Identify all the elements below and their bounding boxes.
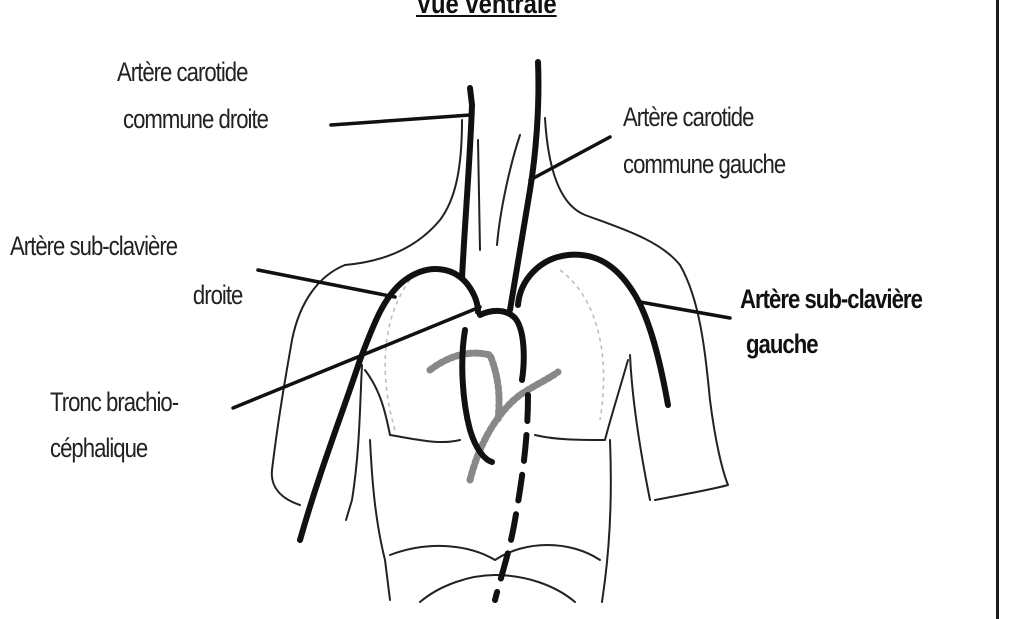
left-carotid-artery <box>507 59 542 313</box>
lung-left-outline <box>384 279 411 431</box>
label-carotid-left-line2: commune gauche <box>623 149 786 179</box>
pulmonary-right <box>466 368 562 484</box>
lung-right-outline <box>559 269 605 421</box>
left-subclavian-artery <box>515 251 671 408</box>
left-arm-inner <box>345 364 363 521</box>
label-subclavian-left-line2: gauche <box>746 329 819 359</box>
label-trunk-line1: Tronc brachio- <box>50 387 179 417</box>
label-subclavian-left-line1: Artère sub-clavière <box>740 284 923 314</box>
right-subclavian-artery <box>297 266 481 543</box>
neck-right-outline <box>544 117 681 266</box>
trachea-right <box>496 134 521 246</box>
torso-left <box>369 439 391 601</box>
label-carotid-right-line1: Artère carotide <box>117 57 248 87</box>
trachea-left <box>477 139 481 251</box>
torso-right <box>601 439 612 603</box>
label-subclavian-right-line2: droite <box>192 280 243 310</box>
diagram-title: Vue ventrale <box>416 0 557 19</box>
right-armpit <box>534 359 629 441</box>
leader-trunk <box>231 305 482 410</box>
neck-left-outline <box>344 119 463 266</box>
label-subclavian-right-line1: Artère sub-clavière <box>10 231 178 261</box>
leader-carotid-left <box>528 135 612 182</box>
frame-right-border <box>996 0 999 619</box>
brachiocephalic-trunk <box>477 307 527 383</box>
pulmonary-left <box>426 349 503 424</box>
label-carotid-left-line1: Artère carotide <box>623 102 754 132</box>
right-arm-inner <box>629 354 651 501</box>
left-armpit <box>364 369 461 444</box>
torso-bottom <box>389 544 601 561</box>
label-trunk-line2: céphalique <box>50 433 148 463</box>
right-shoulder-outline <box>654 264 729 501</box>
torso-bottom-2 <box>419 574 576 603</box>
leader-carotid-right <box>329 113 472 127</box>
descending-aorta <box>492 392 531 603</box>
leader-subclavian-right <box>256 268 397 299</box>
left-shoulder-outline <box>270 264 346 506</box>
leader-subclavian-left <box>638 300 732 320</box>
aortic-arch <box>459 327 495 465</box>
label-carotid-right-line2: commune droite <box>123 104 269 134</box>
